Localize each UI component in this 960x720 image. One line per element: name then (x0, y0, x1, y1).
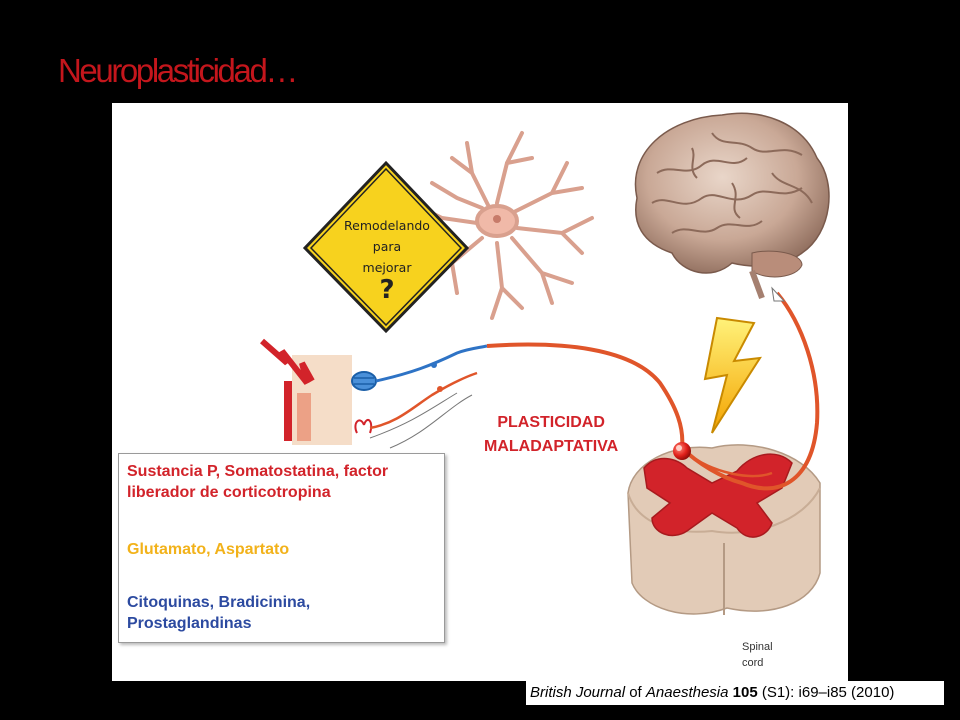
mediator-legend: Sustancia P, Somatostatina, factor liber… (118, 453, 445, 643)
sign-question-mark: ? (379, 275, 395, 305)
citation: British Journal of Anaesthesia 105 (S1):… (526, 681, 944, 705)
sign-line-1: Remodelando (344, 218, 430, 233)
figure-panel: Remodelando para mejorar ? PLASTICIDAD M… (112, 103, 848, 681)
sign-line-2: para (372, 239, 402, 254)
sign-line-3: mejorar (362, 260, 412, 275)
plasticity-line-1: PLASTICIDAD (497, 414, 605, 431)
citation-name: Anaesthesia (645, 684, 729, 701)
spinal-line-2: cord (742, 657, 764, 669)
slide-title: Neuroplasticidad… (58, 52, 298, 89)
citation-volume: 105 (732, 684, 758, 701)
legend-row-amino-acids: Glutamato, Aspartato (127, 541, 290, 558)
citation-details: (S1): i69–i85 (2010) (761, 684, 895, 701)
figure-illustration (260, 112, 830, 615)
citation-journal: British Journal (530, 684, 626, 701)
legend-row-neuropeptides: Sustancia P, Somatostatina, factor liber… (127, 463, 389, 501)
citation-of: of (629, 684, 642, 701)
lightning-bolt-icon (703, 316, 762, 434)
plasticity-line-2: MALADAPTATIVA (484, 438, 619, 455)
spinal-line-1: Spinal (742, 641, 773, 653)
spinal-cord-label: Spinal cord (742, 639, 773, 671)
warning-sign-icon (302, 160, 470, 334)
warning-sign-text: Remodelando para mejorar ? (334, 215, 440, 305)
legend-row-inflammatory: Citoquinas, Bradicinina, Prostaglandinas (127, 594, 311, 632)
spinal-cord-icon (627, 286, 821, 615)
plasticity-label: PLASTICIDAD MALADAPTATIVA (484, 411, 618, 459)
skin-injury-icon (260, 338, 377, 445)
brain-icon (634, 112, 830, 300)
